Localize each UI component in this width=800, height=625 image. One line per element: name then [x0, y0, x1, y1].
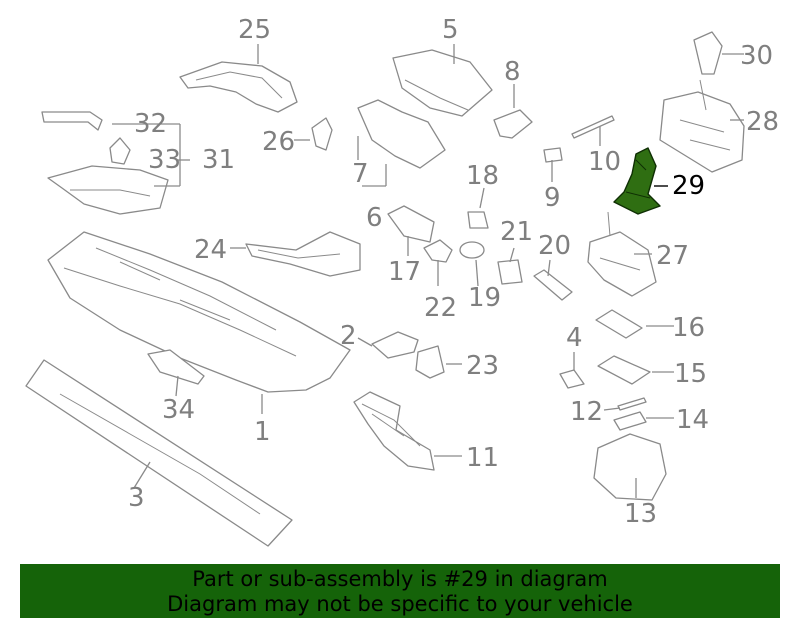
callout-31: 31 — [202, 145, 235, 175]
callout-34: 34 — [162, 395, 195, 425]
callout-28: 28 — [746, 107, 779, 137]
parts-diagram: 25 5 8 26 7 6 32 33 31 24 17 22 18 19 21… — [25, 15, 779, 547]
callout-25: 25 — [238, 15, 271, 45]
part-25-armrest-trim[interactable] — [179, 61, 298, 113]
callout-10: 10 — [588, 147, 621, 177]
callout-14: 14 — [676, 405, 709, 435]
part-14-pad[interactable] — [613, 411, 647, 431]
callout-18: 18 — [466, 161, 499, 191]
callout-17: 17 — [388, 257, 421, 287]
callout-4: 4 — [566, 323, 583, 353]
callout-1: 1 — [254, 417, 271, 447]
part-32-trim-strip[interactable] — [41, 111, 103, 131]
part-30-shift-knob[interactable] — [693, 31, 723, 75]
callout-33: 33 — [148, 145, 181, 175]
part-17-switch-panel[interactable] — [387, 205, 435, 243]
part-23-switch[interactable] — [415, 345, 445, 379]
part-26-clip[interactable] — [311, 117, 333, 151]
part-5-armrest-lid[interactable] — [392, 49, 493, 117]
callout-19: 19 — [468, 283, 501, 313]
callout-12: 12 — [570, 397, 603, 427]
part-24-trim-panel[interactable] — [245, 231, 361, 277]
part-9-sensor[interactable] — [543, 147, 563, 163]
part-1-center-console[interactable] — [47, 231, 351, 393]
callout-27: 27 — [656, 241, 689, 271]
part-34-trim-piece[interactable] — [147, 349, 205, 385]
callout-32: 32 — [134, 109, 167, 139]
banner-line-2: Diagram may not be specific to your vehi… — [167, 592, 633, 616]
callout-29: 29 — [672, 171, 705, 201]
part-20-lighter[interactable] — [533, 269, 573, 301]
part-2-cup-holder-insert[interactable] — [371, 331, 419, 359]
banner-line-1: Part or sub-assembly is #29 in diagram — [192, 567, 608, 591]
part-16-pad[interactable] — [595, 309, 643, 339]
callout-16: 16 — [672, 313, 705, 343]
callout-6: 6 — [366, 203, 383, 233]
part-8-bracket[interactable] — [493, 109, 533, 139]
callout-5: 5 — [442, 15, 459, 45]
part-33-bracket[interactable] — [109, 137, 131, 165]
callout-7: 7 — [352, 159, 369, 189]
leader-lines — [112, 44, 744, 498]
callout-22: 22 — [424, 293, 457, 323]
callout-24: 24 — [194, 235, 227, 265]
part-27-shifter-base[interactable] — [587, 211, 657, 297]
part-7-armrest-pad[interactable] — [357, 99, 446, 169]
callout-15: 15 — [674, 359, 707, 389]
callout-23: 23 — [466, 351, 499, 381]
callout-8: 8 — [504, 57, 521, 87]
part-19-ring[interactable] — [459, 241, 485, 259]
part-31-bezel[interactable] — [47, 165, 169, 215]
part-3-side-panel[interactable] — [25, 359, 293, 547]
part-4-clip[interactable] — [559, 369, 585, 389]
part-12-strip[interactable] — [617, 397, 647, 411]
callout-2: 2 — [340, 321, 357, 351]
part-28-shifter-assembly[interactable] — [659, 79, 745, 173]
callout-3: 3 — [128, 483, 145, 513]
part-15-pad[interactable] — [597, 355, 651, 385]
callout-labels: 25 5 8 26 7 6 32 33 31 24 17 22 18 19 21… — [128, 15, 779, 529]
part-11-wiring-harness[interactable] — [353, 391, 435, 471]
info-banner: Part or sub-assembly is #29 in diagram D… — [20, 564, 780, 618]
part-21-socket[interactable] — [497, 259, 523, 285]
callout-20: 20 — [538, 231, 571, 261]
callout-11: 11 — [466, 443, 499, 473]
callout-21: 21 — [500, 217, 533, 247]
part-10-strip[interactable] — [571, 115, 615, 139]
callout-26: 26 — [262, 127, 295, 157]
part-22-switch[interactable] — [423, 239, 453, 263]
callout-30: 30 — [740, 41, 773, 71]
callout-13: 13 — [624, 499, 657, 529]
part-13-boot-cover[interactable] — [593, 433, 667, 501]
part-29-shift-boot[interactable] — [613, 147, 661, 215]
part-18-plug[interactable] — [467, 211, 489, 229]
callout-9: 9 — [544, 183, 561, 213]
